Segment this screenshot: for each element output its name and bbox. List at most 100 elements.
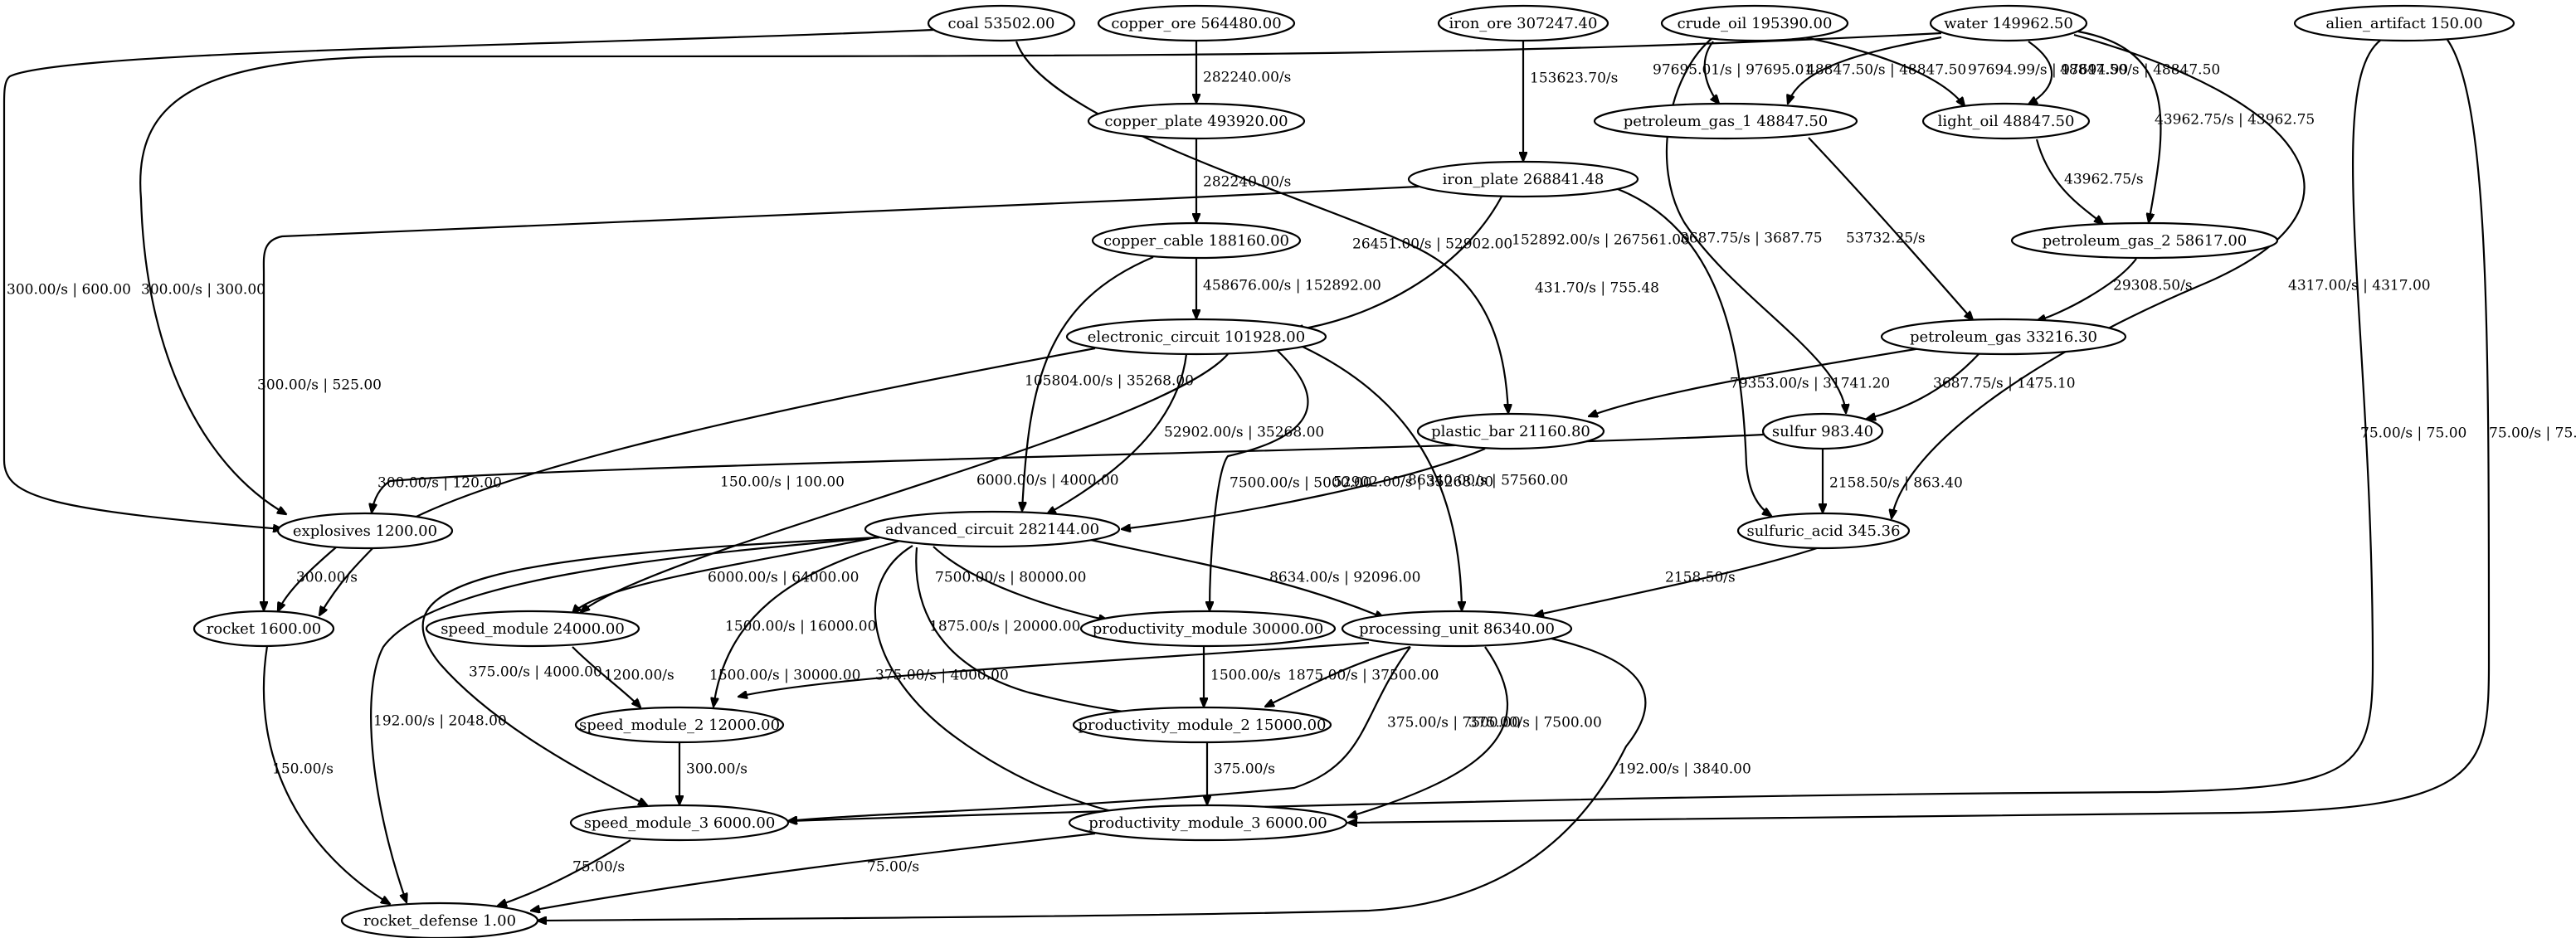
node-copper-ore: copper_ore 564480.00 xyxy=(1097,4,1296,42)
edge-line xyxy=(1892,33,2306,518)
edge-iron-plate-to-rocket: 300.00/s | 525.00 xyxy=(257,185,1419,610)
edge-label: 79353.00/s | 31741.20 xyxy=(1730,376,1890,392)
edge-line xyxy=(1788,36,1942,104)
edge-sulfur-to-sulfuric-acid: 2158.50/s | 863.40 xyxy=(1823,449,1963,513)
edge-productivity-module-3-to-rocket-defense: 75.00/s xyxy=(531,832,1096,911)
edge-line xyxy=(264,185,1419,610)
node-electronic-circuit: electronic_circuit 101928.00 xyxy=(1065,318,1327,356)
node-ellipse xyxy=(864,510,1121,548)
edge-line xyxy=(581,353,1229,612)
node-label: speed_module 24000.00 xyxy=(441,620,625,638)
node-ellipse xyxy=(1416,412,1605,450)
edge-label: 431.70/s | 755.48 xyxy=(1535,280,1659,297)
node-productivity-module: productivity_module 30000.00 xyxy=(1079,610,1337,648)
node-speed-module-2: speed_module_2 12000.00 xyxy=(574,706,785,744)
edge-crude-oil-to-sulfur: 3687.75/s | 3687.75 xyxy=(1665,36,1846,413)
edge-sulfuric-acid-to-processing-unit: 2158.50/s xyxy=(1535,547,1818,615)
node-ellipse xyxy=(1593,102,1858,140)
node-ellipse xyxy=(569,804,790,842)
edge-label: 29308.50/s xyxy=(2113,278,2193,294)
edge-label: 105804.00/s | 35268.00 xyxy=(1025,373,1194,390)
node-plastic-bar: plastic_bar 21160.80 xyxy=(1416,412,1605,450)
edge-speed-module-3-to-rocket-defense: 75.00/s xyxy=(498,839,631,906)
node-label: water 149962.50 xyxy=(1944,15,2073,32)
node-label: copper_cable 188160.00 xyxy=(1103,232,1289,250)
edge-advanced-circuit-to-speed-module-3: 375.00/s | 4000.00 xyxy=(421,536,880,805)
node-label: petroleum_gas 33216.30 xyxy=(1910,328,2097,346)
node-label: rocket_defense 1.00 xyxy=(363,912,516,930)
edge-label: 375.00/s | 4000.00 xyxy=(875,668,1009,684)
edge-label: 48847.50/s | 48847.50 xyxy=(2060,62,2220,79)
edge-advanced-circuit-to-processing-unit: 8634.00/s | 92096.00 xyxy=(1086,537,1420,618)
node-copper-cable: copper_cable 188160.00 xyxy=(1091,221,1302,260)
edge-label: 7500.00/s | 5000.00 xyxy=(1230,475,1372,492)
node-rocket: rocket 1600.00 xyxy=(192,610,335,648)
edge-label: 2158.50/s xyxy=(1665,570,1736,586)
node-petroleum-gas-1: petroleum_gas_1 48847.50 xyxy=(1593,102,1858,140)
edge-label: 3687.75/s | 1475.10 xyxy=(1933,376,2076,392)
edge-line xyxy=(2037,258,2137,321)
edge-electronic-circuit-to-rocket: 150.00/s | 100.00 xyxy=(319,347,1096,615)
edges-layer: 282240.00/s 282240.00/s 153623.70/s 300.00/… xyxy=(2,28,2576,921)
edge-label: 97695.01/s | 97695.01 xyxy=(1653,62,1813,79)
node-speed-module-3: speed_module_3 6000.00 xyxy=(569,804,790,842)
edge-line xyxy=(1703,41,1719,104)
node-sulfur: sulfur 983.40 xyxy=(1761,412,1884,450)
edge-line xyxy=(1302,346,1462,610)
node-ellipse xyxy=(276,512,454,550)
edge-line xyxy=(1808,137,1973,320)
node-advanced-circuit: advanced_circuit 282144.00 xyxy=(864,510,1121,548)
edge-alien-artifact-to-productivity-module-3: 75.00/s | 75.00 xyxy=(1348,39,2576,823)
node-rocket-defense: rocket_defense 1.00 xyxy=(340,902,539,938)
edge-label: 75.00/s | 75.00 xyxy=(2360,425,2466,442)
edge-copper-plate-to-copper-cable: 282240.00/s xyxy=(1196,139,1291,222)
edge-line xyxy=(2077,30,2162,222)
node-ellipse xyxy=(1087,102,1306,140)
edge-label: 282240.00/s xyxy=(1203,174,1291,191)
edge-line xyxy=(1015,41,1508,413)
node-water: water 149962.50 xyxy=(1929,4,2088,42)
edge-label: 152892.00/s | 267561.00 xyxy=(1512,232,1690,249)
edge-line xyxy=(538,637,1647,921)
edge-label: 1500.00/s | 16000.00 xyxy=(725,619,876,635)
edge-label: 26451.00/s | 52902.00 xyxy=(1352,236,1512,253)
edge-coal-to-plastic-bar: 26451.00/s | 52902.00 xyxy=(1015,41,1512,413)
edge-label: 153623.70/s xyxy=(1530,70,1618,87)
edge-speed-module-2-to-speed-module-3: 300.00/s xyxy=(679,743,747,804)
node-explosives: explosives 1200.00 xyxy=(276,512,454,550)
node-label: petroleum_gas_1 48847.50 xyxy=(1624,113,1828,130)
edge-label: 1500.00/s xyxy=(1210,668,1281,684)
edge-copper-cable-to-electronic-circuit: 458676.00/s | 152892.00 xyxy=(1196,259,1381,318)
edge-label: 3687.75/s | 3687.75 xyxy=(1680,231,1823,247)
edge-line xyxy=(421,536,880,805)
node-ellipse xyxy=(1921,102,2091,140)
edge-petroleum-gas-to-plastic-bar: 79353.00/s | 31741.20 xyxy=(1589,347,1921,416)
node-light-oil: light_oil 48847.50 xyxy=(1921,102,2091,140)
node-coal: coal 53502.00 xyxy=(927,4,1076,42)
node-petroleum-gas: petroleum_gas 33216.30 xyxy=(1880,318,2127,356)
edge-coal-to-explosives: 300.00/s | 600.00 xyxy=(2,28,934,529)
edge-line xyxy=(1617,187,1771,516)
edge-label: 192.00/s | 3840.00 xyxy=(1618,761,1751,778)
edge-label: 53732.25/s xyxy=(1846,231,1926,247)
edge-label: 43962.75/s | 43962.75 xyxy=(2155,112,2315,129)
node-ellipse xyxy=(1880,318,2127,356)
edge-copper-ore-to-copper-plate: 282240.00/s xyxy=(1196,41,1291,103)
edge-label: 6000.00/s | 4000.00 xyxy=(976,473,1119,489)
edge-line xyxy=(319,347,1096,615)
edge-label: 75.00/s xyxy=(867,859,919,876)
edge-label: 375.00/s | 7500.00 xyxy=(1387,715,1521,731)
edge-water-to-explosives: 300.00/s | 300.00 xyxy=(139,32,1942,514)
edge-line xyxy=(933,546,1108,620)
node-sulfuric-acid: sulfuric_acid 345.36 xyxy=(1736,512,1911,550)
edge-line xyxy=(1022,255,1154,511)
edge-line xyxy=(1210,350,1309,610)
edge-line xyxy=(1294,196,1502,330)
node-ellipse xyxy=(1091,221,1302,260)
node-ellipse xyxy=(927,4,1076,42)
edge-advanced-circuit-to-speed-module-2: 1500.00/s | 16000.00 xyxy=(713,539,901,707)
edge-crude-oil-to-light-oil: 97694.99/s | 97694.99 xyxy=(1804,36,2128,106)
edge-label: 300.00/s | 300.00 xyxy=(141,282,265,299)
edge-label: 97694.99/s | 97694.99 xyxy=(1968,62,2128,79)
edge-line xyxy=(1047,353,1188,514)
